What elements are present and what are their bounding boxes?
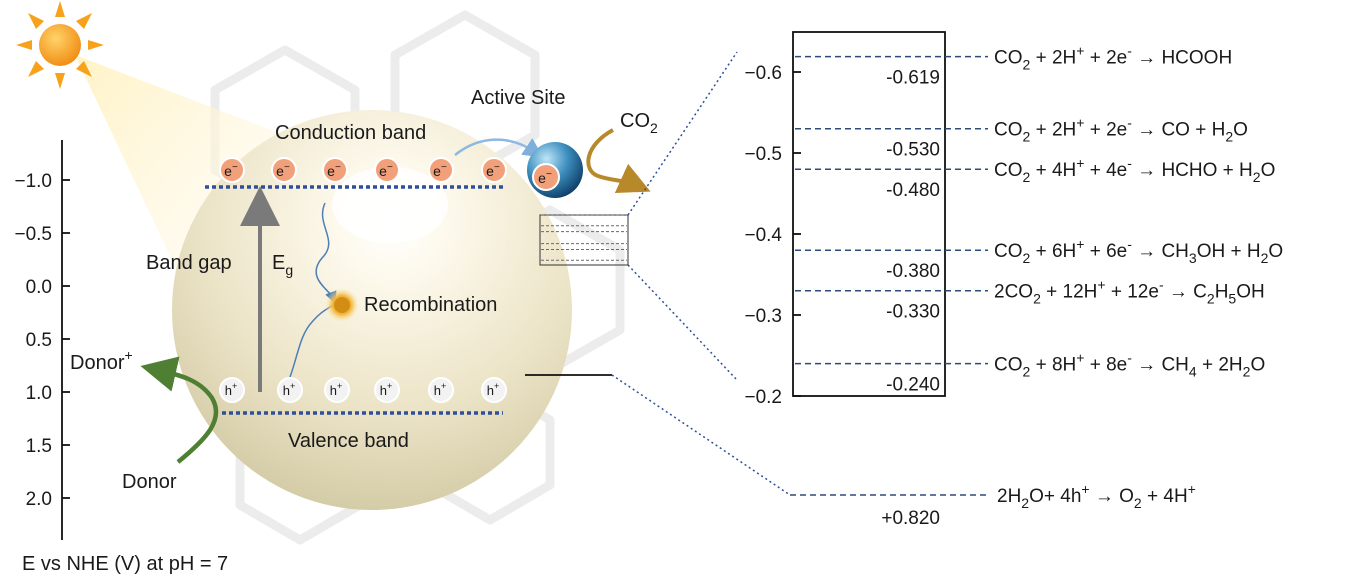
svg-text:e−: e−	[224, 162, 238, 179]
zoom-axis-tick-label: −0.6	[744, 63, 782, 84]
sunlight-beam	[75, 55, 310, 330]
reaction-equation: CO2 + 2H+ + 2e- → HCOOH	[994, 43, 1232, 73]
zoom-axis-tick-label: −0.5	[744, 144, 782, 165]
reaction-equation: 2CO2 + 12H+ + 12e- → C2H5OH	[994, 277, 1265, 307]
hole-icon: h+	[219, 377, 245, 403]
donor-arrow	[140, 356, 219, 464]
reaction-potential-label: -0.330	[886, 302, 940, 323]
svg-text:e−: e−	[538, 169, 552, 186]
electron-icon: e−	[322, 157, 348, 183]
left-axis-tick-label: 0.5	[26, 330, 52, 351]
zoom-source-lines	[541, 214, 627, 261]
electron-transfer-arrow	[454, 138, 544, 158]
electron-icon: e−	[481, 157, 507, 183]
conduction-band-label: Conduction band	[275, 122, 426, 144]
svg-text:e−: e−	[327, 162, 341, 179]
valence-band-label: Valence band	[288, 430, 409, 452]
recombination-label: Recombination	[364, 294, 497, 316]
co2-conversion-arrow	[586, 128, 651, 193]
svg-text:h+: h+	[225, 381, 238, 398]
axis-caption: E vs NHE (V) at pH = 7	[22, 553, 228, 575]
zoom-connector-top	[627, 51, 738, 216]
svg-text:e−: e−	[379, 162, 393, 179]
charge-carriers: e− e− e− e− e− e− h+ h+ h+ h+ h+ h+ e−	[219, 157, 560, 403]
oxidation-level: +0.820 2H2O+ 4h+ → O2 + 4H+	[790, 481, 1196, 529]
reaction-potential-label: -0.380	[886, 261, 940, 282]
reaction-potential-label: -0.619	[886, 68, 940, 89]
active-site-electron-icon: e−	[532, 163, 560, 191]
reaction-potential-label: -0.480	[886, 180, 940, 201]
zoom-axis-tick-label: −0.2	[744, 387, 782, 408]
electron-icon: e−	[374, 157, 400, 183]
recombination-path-electron	[315, 202, 337, 304]
zoom-axis-box	[792, 31, 946, 397]
left-axis-tick-label: 0.0	[26, 277, 52, 298]
electron-icon: e−	[219, 157, 245, 183]
electron-icon: e−	[271, 157, 297, 183]
electron-icon: e−	[428, 157, 454, 183]
hole-icon: h+	[324, 377, 350, 403]
svg-text:h+: h+	[434, 381, 447, 398]
svg-text:e−: e−	[276, 162, 290, 179]
donor-plus-label: Donor+	[70, 347, 133, 374]
reaction-equation: CO2 + 4H+ + 4e- → HCHO + H2O	[994, 155, 1275, 185]
left-axis-tick-label: 1.5	[26, 436, 52, 457]
zoom-axis-tick-label: −0.3	[744, 306, 782, 327]
oxidation-connector	[611, 374, 791, 496]
hole-icon: h+	[277, 377, 303, 403]
oxidation-equation: 2H2O+ 4h+ → O2 + 4H+	[997, 481, 1196, 511]
reaction-potential-label: -0.240	[886, 375, 940, 396]
reaction-equation: CO2 + 8H+ + 8e- → CH4 + 2H2O	[994, 350, 1265, 380]
svg-text:h+: h+	[487, 381, 500, 398]
reaction-potential-label: -0.530	[886, 140, 940, 161]
zoom-connector-bottom	[627, 264, 738, 381]
hole-icon: h+	[374, 377, 400, 403]
hole-icon: h+	[481, 377, 507, 403]
left-axis-tick-label: −0.5	[14, 224, 52, 245]
donor-label: Donor	[122, 471, 177, 493]
reaction-equation: CO2 + 2H+ + 2e- → CO + H2O	[994, 115, 1248, 145]
sun-icon	[16, 1, 104, 89]
svg-text:h+: h+	[330, 381, 343, 398]
left-axis-tick-label: −1.0	[14, 171, 52, 192]
active-site-label: Active Site	[471, 87, 565, 109]
left-axis-tick-label: 2.0	[26, 489, 52, 510]
zoom-energy-axis: −0.6 −0.5 −0.4 −0.3 −0.2	[744, 63, 801, 408]
svg-text:h+: h+	[380, 381, 393, 398]
band-gap-label: Band gap	[146, 252, 232, 274]
svg-text:e−: e−	[433, 162, 447, 179]
svg-text:e−: e−	[486, 162, 500, 179]
co2-label: CO2	[620, 110, 658, 136]
svg-text:h+: h+	[283, 381, 296, 398]
oxidation-potential-label: +0.820	[881, 508, 940, 529]
zoom-axis-tick-label: −0.4	[744, 225, 782, 246]
left-axis-tick-label: 1.0	[26, 383, 52, 404]
reaction-equation: CO2 + 6H+ + 6e- → CH3OH + H2O	[994, 236, 1283, 266]
eg-label: Eg	[272, 252, 293, 278]
left-energy-axis: −1.0 −0.5 0.0 0.5 1.0 1.5 2.0	[14, 140, 70, 540]
hole-icon: h+	[428, 377, 454, 403]
